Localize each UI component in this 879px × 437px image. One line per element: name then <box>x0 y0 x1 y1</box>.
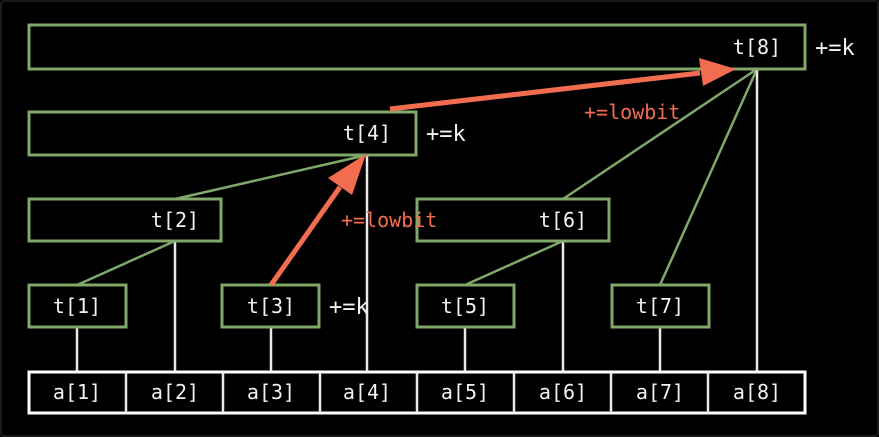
edge-t6-t8 <box>562 67 758 201</box>
tree-node-label: t[2] <box>151 208 199 232</box>
array-row: a[1] a[2] a[3] a[4] a[5] a[6] a[7] a[8] <box>27 370 807 415</box>
arrow-shaft <box>268 185 343 287</box>
tree-node-t4: t[4] <box>27 110 418 157</box>
update-label-t8: +=k <box>815 36 855 61</box>
tree-node-t7: t[7] <box>610 283 711 329</box>
edge-t7-t8 <box>658 68 759 286</box>
array-cell-a6: a[6] <box>539 380 587 404</box>
array-cell-a1: a[1] <box>53 380 101 404</box>
arrow-head <box>328 154 366 195</box>
update-arrow-t3-to-t4 <box>268 154 366 287</box>
lowbit-label-t3-t4: +=lowbit <box>341 208 437 232</box>
tree-node-t1: t[1] <box>27 283 128 329</box>
arrow-head <box>699 58 736 86</box>
edge-t2-t4 <box>174 153 368 201</box>
tree-node-label: t[5] <box>441 294 489 318</box>
tree-node-t6: t[6] <box>415 197 611 243</box>
array-cell-a5: a[5] <box>441 380 489 404</box>
tree-node-t8: t[8] <box>27 23 807 71</box>
edge-t1-t2 <box>76 239 176 287</box>
update-label-t3: +=k <box>329 295 369 320</box>
tree-edges <box>76 67 759 287</box>
tree-node-label: t[1] <box>53 294 101 318</box>
array-cell-a7: a[7] <box>636 380 684 404</box>
update-arrow-t4-to-t8 <box>389 58 736 112</box>
tree-node-t3: t[3] <box>220 283 321 329</box>
tree-node-t5: t[5] <box>415 283 516 329</box>
array-cell-a8: a[8] <box>733 380 781 404</box>
tree-node-label: t[8] <box>733 35 781 59</box>
lowbit-label-t4-t8: +=lowbit <box>584 100 680 124</box>
tree-node-label: t[4] <box>343 121 391 145</box>
edge-t5-t6 <box>464 239 564 287</box>
array-cell-a4: a[4] <box>343 380 391 404</box>
tree-node-label: t[7] <box>636 294 684 318</box>
arrow-shaft <box>389 70 701 112</box>
array-cell-a3: a[3] <box>247 380 295 404</box>
tree-node-label: t[6] <box>539 208 587 232</box>
array-cell-a2: a[2] <box>151 380 199 404</box>
update-label-t4: +=k <box>426 122 466 147</box>
tree-node-label: t[3] <box>247 294 295 318</box>
tree-node-t2: t[2] <box>27 197 223 243</box>
array-stems <box>75 69 759 372</box>
